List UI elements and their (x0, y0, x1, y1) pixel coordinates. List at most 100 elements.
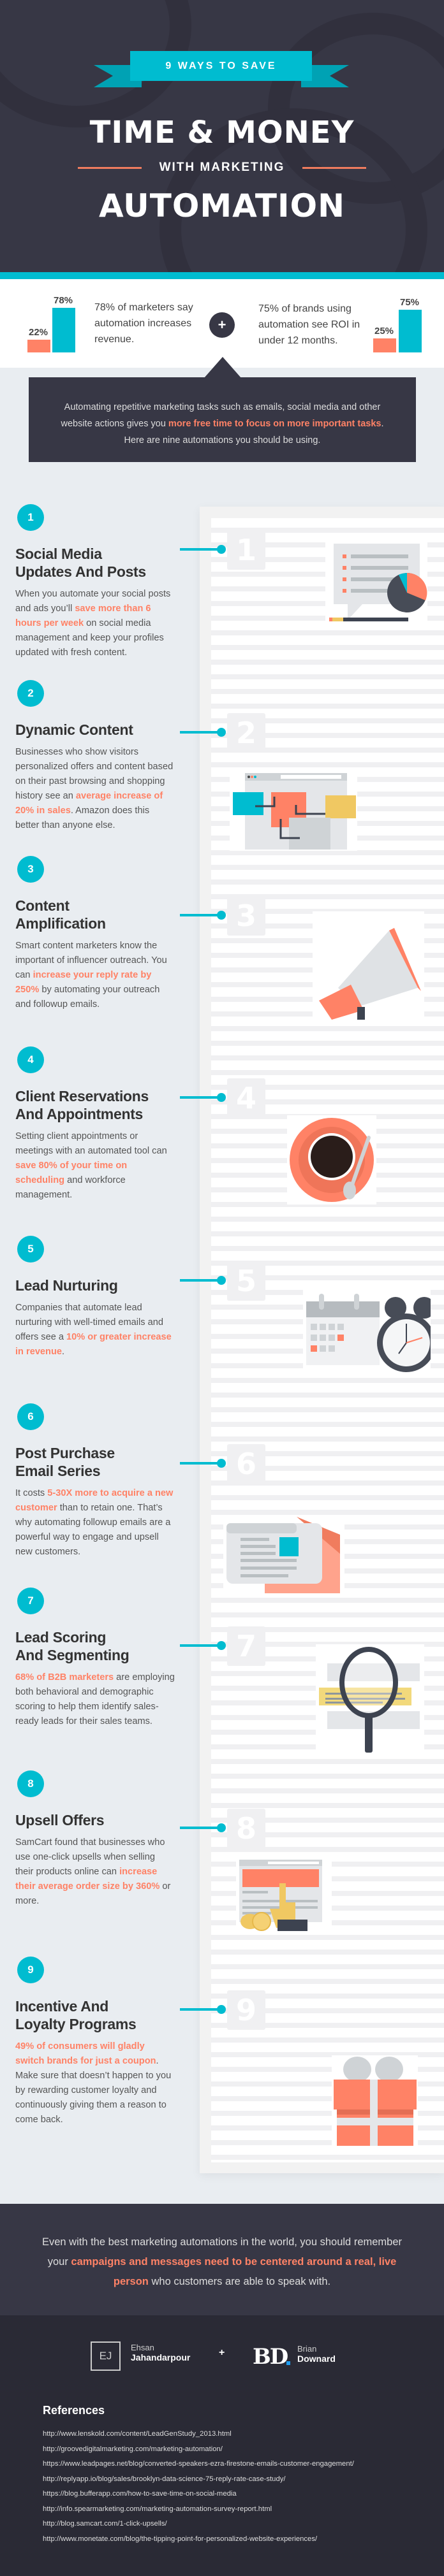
automation-item-5: 5 Lead Nurturing Companies that automate… (15, 1236, 175, 1359)
item-description: Businesses who show visitors personalize… (15, 745, 175, 833)
stat-text-roi: 75% of brands using automation see ROI i… (258, 303, 360, 346)
title-with-marketing: WITH MARKETING (159, 161, 285, 174)
connector-line (180, 1641, 226, 1650)
item-title-line: Lead Scoring (15, 1629, 107, 1646)
highlight-text: 49% of consumers will gladly switch bran… (15, 2041, 156, 2066)
bd-logo: BD (253, 2344, 288, 2370)
closing-message: Even with the best marketing automations… (0, 2204, 444, 2315)
author-last-name: Downard (297, 2354, 336, 2364)
highlight-text: save 80% of your time on scheduling (15, 1161, 128, 1185)
item-title-line: Loyalty Programs (15, 2016, 137, 2032)
reference-link[interactable]: https://blog.bufferapp.com/how-to-save-t… (43, 2490, 237, 2498)
item-description: Companies that automate lead nurturing w… (15, 1301, 175, 1359)
title-time-money: TIME & MONEY (89, 115, 355, 150)
highlight-text: average increase of 20% in sales (15, 791, 163, 816)
reference-link[interactable]: http://groovedigitalmarketing.com/market… (43, 2445, 223, 2453)
highlight-text: 10% or greater increase in revenue (15, 1332, 172, 1357)
automation-item-8: 8 Upsell Offers SamCart found that busin… (15, 1770, 175, 1909)
connector-line (180, 1276, 226, 1285)
divider-line (78, 167, 142, 169)
highlight-text: increase their average order size by 360… (15, 1867, 160, 1892)
body-text: Setting client appointments or meetings … (15, 1131, 167, 1156)
stat-bar-label: 75% (400, 296, 420, 308)
item-description: 68% of B2B marketers are employing both … (15, 1670, 175, 1729)
item-description: When you automate your social posts and … (15, 587, 175, 660)
author-first-name: Ehsan (131, 2343, 154, 2352)
connector-line (180, 911, 226, 920)
highlight-text: save more than 6 hours per week (15, 604, 151, 628)
reference-link[interactable]: http://info.spearmarketing.com/marketing… (43, 2505, 272, 2513)
stat-bar (27, 340, 50, 352)
body-text: Automating repetitive marketing tasks su… (61, 402, 381, 429)
body-text: . Amazon does this better than anyone el… (15, 806, 150, 830)
item-description: Setting client appointments or meetings … (15, 1129, 175, 1203)
step-number-badge: 1 (17, 504, 44, 531)
reference-link[interactable]: http://www.lenskold.com/content/LeadGenS… (43, 2430, 232, 2438)
step-number-badge: 6 (17, 1403, 44, 1430)
reference-link[interactable]: http://replyapp.io/blog/sales/brooklyn-d… (43, 2475, 286, 2483)
body-text: . Make sure that doesn’t happen to you b… (15, 2056, 172, 2125)
item-title-line: Lead Nurturing (15, 1277, 118, 1294)
item-title-line: Social Media (15, 546, 102, 562)
document-step-number: 5 (227, 1261, 265, 1301)
megaphone-icon (313, 911, 424, 1021)
item-title-line: Updates And Posts (15, 563, 146, 580)
step-number-badge: 3 (17, 856, 44, 883)
connector-line (180, 1823, 226, 1832)
item-description: 49% of consumers will gladly switch bran… (15, 2039, 175, 2127)
reference-link[interactable]: http://blog.samcart.com/1-click-upsells/ (43, 2520, 167, 2528)
body-text: . Here are nine automations you should b… (124, 419, 384, 445)
stat-bar (399, 309, 422, 352)
step-number-badge: 9 (17, 1957, 44, 1983)
item-title: Dynamic Content (15, 721, 175, 739)
document-step-number: 7 (227, 1626, 265, 1666)
item-title-line: Content (15, 897, 70, 914)
connector-line (180, 545, 226, 554)
step-number-badge: 2 (17, 680, 44, 707)
reference-link[interactable]: http://www.monetate.com/blog/the-tipping… (43, 2535, 318, 2543)
body-text: who customers are able to speak with. (148, 2276, 331, 2287)
connector-line (180, 2005, 226, 2014)
body-text: or more. (15, 1881, 171, 1906)
body-text: Even with the best marketing automations… (41, 2236, 403, 2268)
author-brian: Brian Downard (297, 2344, 336, 2364)
highlight-text: campaigns and messages need to be center… (71, 2256, 397, 2287)
body-text: It costs (15, 1488, 48, 1498)
body-text: SamCart found that businesses who use on… (15, 1837, 165, 1877)
connector-line (180, 1459, 226, 1468)
item-title-line: Incentive And (15, 1998, 109, 2015)
item-title: Upsell Offers (15, 1811, 175, 1829)
connector-line (180, 728, 226, 737)
document-step-number: 8 (227, 1809, 265, 1848)
accent-stripe (0, 272, 444, 279)
callout-pointer (204, 357, 241, 378)
item-title-line: Dynamic Content (15, 721, 133, 738)
reference-link[interactable]: https://www.leadpages.net/blog/converted… (43, 2460, 354, 2468)
document-step-number: 4 (227, 1078, 265, 1118)
ribbon-label: 9 WAYS TO SAVE (130, 51, 312, 81)
document-step-number: 2 (227, 713, 265, 753)
item-title-line: Email Series (15, 1463, 101, 1479)
body-text: and workforce management. (15, 1175, 126, 1200)
item-title-line: And Segmenting (15, 1647, 130, 1663)
item-title-line: Upsell Offers (15, 1812, 105, 1828)
document-step-number: 3 (227, 896, 265, 936)
document-step-number: 6 (227, 1444, 265, 1484)
ribbon-tails (94, 65, 349, 87)
ribbon-banner: 9 WAYS TO SAVE (94, 51, 349, 87)
stat-bar (373, 338, 396, 352)
body-text: are employing both behavioral and demogr… (15, 1672, 175, 1726)
plus-icon: + (209, 312, 235, 338)
step-number-badge: 8 (17, 1770, 44, 1797)
stat-text-revenue: 78% of marketers say automation increase… (94, 302, 193, 345)
item-title-line: And Appointments (15, 1106, 144, 1122)
connector-line (180, 1093, 226, 1102)
highlight-text: increase your reply rate by 250% (15, 970, 152, 995)
